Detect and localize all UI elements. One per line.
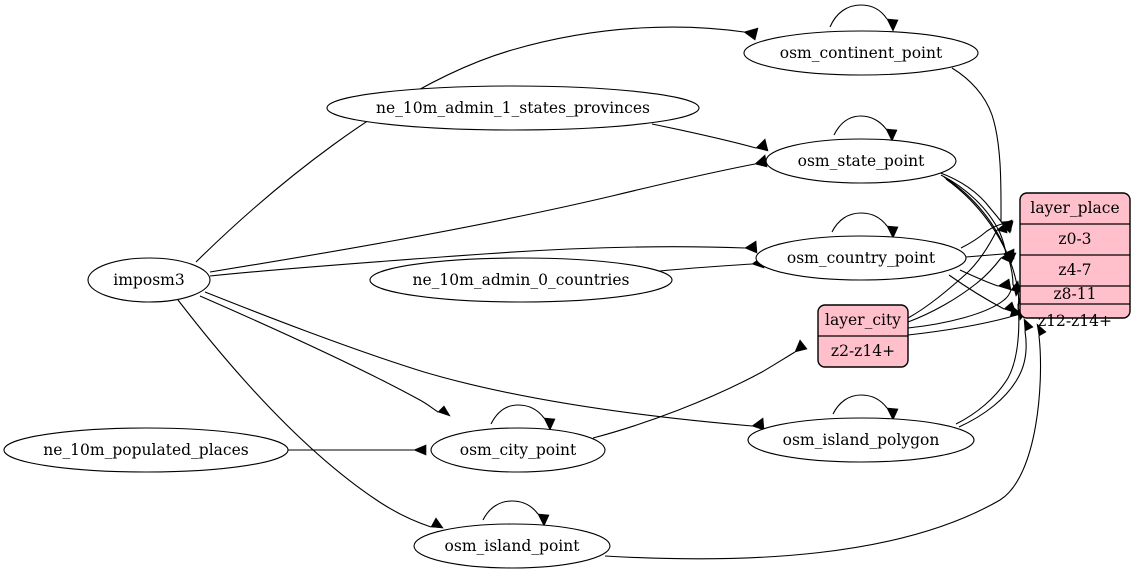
node-label-ne-10m-admin-0-countries: ne_10m_admin_0_countries xyxy=(413,271,630,289)
node-label-osm-island-point: osm_island_point xyxy=(445,537,581,555)
node-label-osm-continent-point: osm_continent_point xyxy=(780,44,943,62)
node-imposm3[interactable]: imposm3 xyxy=(87,257,211,303)
edge-ne-admin0-to-osm-country-point xyxy=(659,255,765,272)
edge-imposm3-to-osm-continent-point xyxy=(195,26,759,263)
node-ne-10m-populated-places[interactable]: ne_10m_populated_places xyxy=(3,427,289,473)
layer-place-header: layer_place xyxy=(1030,199,1119,217)
node-osm-state-point[interactable]: osm_state_point xyxy=(765,138,957,184)
self-loop-osm-continent-point xyxy=(829,4,899,32)
edge-osm-island-point-to-layer-place-z12 xyxy=(604,323,1047,560)
edge-imposm3-to-osm-island-point xyxy=(177,299,444,529)
edges-layer xyxy=(177,4,1047,560)
edge-layer-city-to-layer-place-z0-3 xyxy=(907,221,1008,319)
edge-imposm3-to-osm-country-point xyxy=(209,240,758,277)
node-osm-city-point[interactable]: osm_city_point xyxy=(430,427,606,473)
self-loop-osm-country-point xyxy=(831,212,899,239)
node-osm-country-point[interactable]: osm_country_point xyxy=(755,235,967,281)
node-label-osm-island-polygon: osm_island_polygon xyxy=(783,431,940,449)
node-osm-continent-point[interactable]: osm_continent_point xyxy=(743,30,979,76)
edge-osm-country-point-to-layer-place-z8-11 xyxy=(959,269,1012,291)
node-osm-island-polygon[interactable]: osm_island_polygon xyxy=(747,417,975,463)
node-label-osm-country-point: osm_country_point xyxy=(787,249,936,267)
layer-place-row-z12-z14[interactable]: z12-z14+ xyxy=(1038,312,1112,330)
node-label-imposm3: imposm3 xyxy=(113,271,184,289)
self-loop-osm-island-point xyxy=(482,500,550,527)
edge-imposm3-to-osm-island-polygon xyxy=(204,291,765,431)
nodes-layer: imposm3 ne_10m_admin_1_states_provinces … xyxy=(3,30,1131,569)
edge-layer-city-to-layer-place-z4-7 xyxy=(907,250,1012,323)
node-label-osm-city-point: osm_city_point xyxy=(460,441,577,459)
node-label-ne-10m-admin-1-states-provinces: ne_10m_admin_1_states_provinces xyxy=(376,99,650,117)
self-loop-osm-state-point xyxy=(833,115,898,142)
edge-imposm3-to-osm-state-point xyxy=(209,154,768,273)
layer-city-header: layer_city xyxy=(825,311,901,329)
node-osm-island-point[interactable]: osm_island_point xyxy=(413,523,611,569)
node-label-ne-10m-populated-places: ne_10m_populated_places xyxy=(43,441,248,459)
edge-layer-city-to-layer-place-z12 xyxy=(907,306,1023,336)
self-loop-osm-city-point xyxy=(490,404,556,431)
layer-place-row-z0-3[interactable]: z0-3 xyxy=(1058,230,1091,248)
node-label-osm-state-point: osm_state_point xyxy=(798,152,926,170)
node-ne-10m-admin-1-states-provinces[interactable]: ne_10m_admin_1_states_provinces xyxy=(326,85,700,131)
node-layer-city[interactable]: layer_city z2-z14+ xyxy=(817,304,909,368)
node-ne-10m-admin-0-countries[interactable]: ne_10m_admin_0_countries xyxy=(369,257,673,303)
node-layer-place[interactable]: layer_place z0-3 z4-7 z8-11 z12-z14+ xyxy=(1019,192,1131,330)
edge-osm-city-point-to-layer-city xyxy=(592,339,808,439)
self-loop-osm-island-polygon xyxy=(832,394,899,421)
edge-ne-populated-places-to-osm-city-point xyxy=(287,444,427,456)
layer-city-row-z2-z14[interactable]: z2-z14+ xyxy=(831,342,895,360)
edge-ne-admin1-to-osm-state-point xyxy=(651,123,769,152)
layer-place-row-z4-7[interactable]: z4-7 xyxy=(1058,261,1091,279)
layer-place-row-z8-11[interactable]: z8-11 xyxy=(1054,285,1097,303)
edge-layer-city-to-layer-place-z8-11 xyxy=(907,280,1021,329)
edge-osm-island-polygon-to-layer-place-z12 xyxy=(958,318,1034,428)
edge-imposm3-to-osm-city-point xyxy=(199,295,451,417)
